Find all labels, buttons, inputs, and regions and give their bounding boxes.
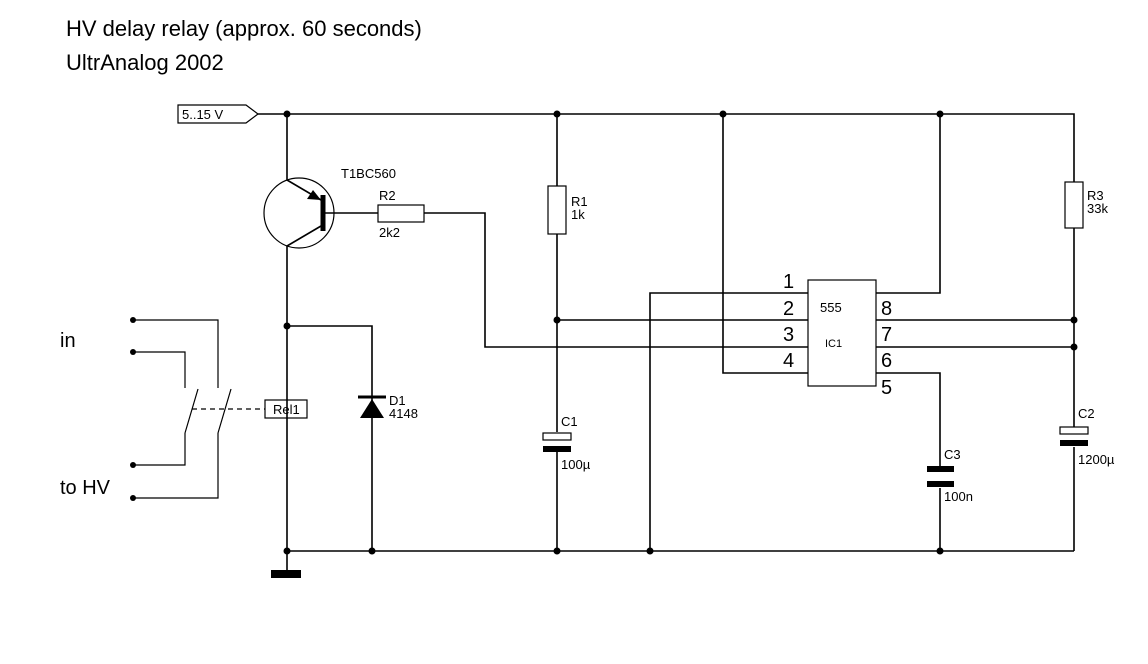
relay-rel1: Rel1: [264, 399, 308, 419]
c1-value: 100µ: [561, 457, 591, 472]
pin-5-label: 5: [881, 377, 892, 399]
pin-1-label: 1: [783, 271, 794, 293]
ic-name: IC1: [825, 338, 842, 350]
supply-rail: [258, 113, 1075, 182]
terminal-dot: [130, 495, 136, 501]
supply-terminal: 5..15 V: [177, 104, 259, 124]
relay-contacts: [130, 317, 265, 501]
transistor-label: T1BC560: [341, 166, 396, 181]
resistor-r3: R3 33k: [1064, 181, 1108, 229]
pin-4-label: 4: [783, 350, 794, 372]
diode-d1: D1 4148: [358, 393, 418, 421]
d1-value: 4148: [389, 406, 418, 421]
wire-pin1-ground: [649, 292, 808, 551]
c3-value: 100n: [944, 489, 973, 504]
wire-diode: [287, 325, 373, 551]
hv-terminal-label: to HV: [60, 477, 111, 499]
ic-type: 555: [820, 300, 842, 315]
c2-value: 1200µ: [1078, 452, 1115, 467]
resistor-r1: R1 1k: [547, 185, 588, 235]
ground-symbol: [271, 570, 301, 578]
capacitor-c1: C1 100µ: [542, 414, 591, 472]
wire-pin4-reset: [722, 114, 808, 374]
r3-name: R3: [1087, 188, 1104, 203]
pin-2-label: 2: [783, 298, 794, 320]
terminal-dot: [130, 317, 136, 323]
supply-label: 5..15 V: [182, 107, 224, 122]
transistor-t1: T1BC560: [263, 114, 396, 551]
capacitor-c3: C3 100n: [927, 447, 973, 504]
r3-value: 33k: [1087, 201, 1108, 216]
r2-name: R2: [379, 188, 396, 203]
capacitor-c2: C2 1200µ: [1059, 406, 1115, 467]
pin-8-label: 8: [881, 298, 892, 320]
wire-pin8-vcc: [876, 114, 941, 294]
pin-7-label: 7: [881, 324, 892, 346]
wire-r2-to-pin3: [424, 212, 808, 348]
wire-pin5: [876, 372, 941, 551]
relay-label: Rel1: [273, 402, 300, 417]
junction-dot: [553, 547, 561, 555]
r2-value: 2k2: [379, 225, 400, 240]
junction-dot: [368, 547, 376, 555]
resistor-r2: R2 2k2: [377, 188, 425, 240]
junction-dot: [1070, 343, 1078, 351]
ic-555: 555 IC1 1 2 3 4 8 7 6 5: [783, 271, 892, 399]
pin-6-label: 6: [881, 350, 892, 372]
d1-name: D1: [389, 393, 406, 408]
pin-3-label: 3: [783, 324, 794, 346]
c1-name: C1: [561, 414, 578, 429]
input-terminal-label: in: [60, 330, 76, 352]
terminal-dot: [130, 462, 136, 468]
c3-name: C3: [944, 447, 961, 462]
r1-name: R1: [571, 194, 588, 209]
terminal-dot: [130, 349, 136, 355]
junction-dot: [936, 547, 944, 555]
r1-value: 1k: [571, 207, 585, 222]
diagram-title: HV delay relay (approx. 60 seconds): [66, 16, 422, 41]
diagram-subtitle: UltrAnalog 2002: [66, 50, 224, 75]
c2-name: C2: [1078, 406, 1095, 421]
junction-dot: [1070, 316, 1078, 324]
